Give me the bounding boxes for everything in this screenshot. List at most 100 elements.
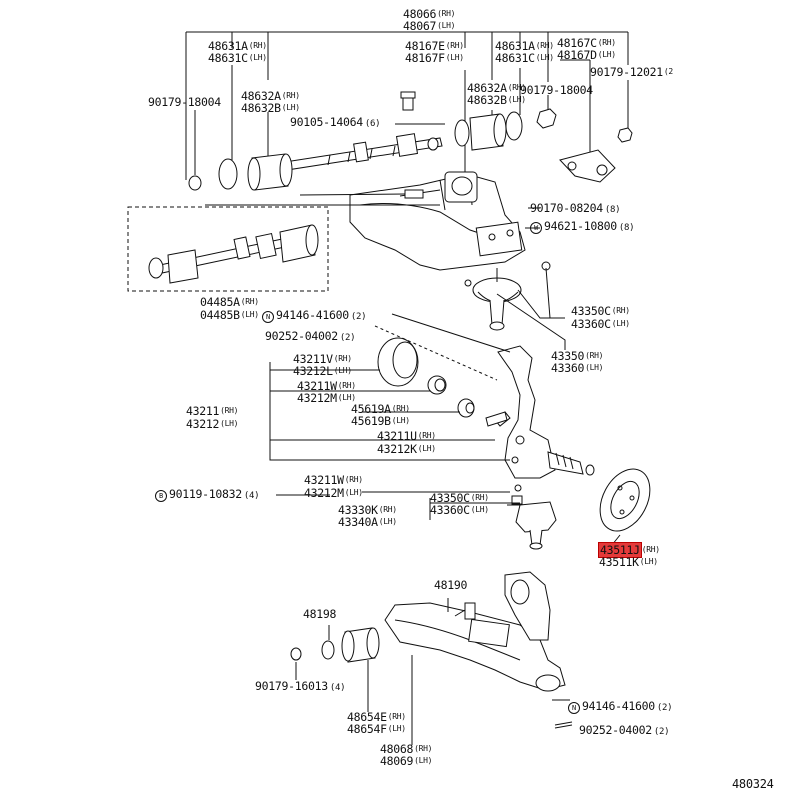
part-number: 48631A	[495, 39, 535, 53]
part-label-48632b[interactable]: 48632B(LH)	[241, 102, 300, 115]
part-number: 90252-04002	[579, 723, 652, 737]
side-suffix: (LH)	[470, 505, 489, 514]
part-number: 43360C	[430, 503, 470, 517]
part-number: 43340A	[338, 515, 378, 529]
part-label-48632a[interactable]: 48632A(RH)	[241, 90, 300, 103]
part-label-90105-14064[interactable]: 90105-14064(6)	[290, 115, 381, 130]
bolt-43211u	[485, 411, 508, 427]
part-label-48631a[interactable]: 48631A(RH)	[495, 40, 554, 53]
part-number: 48069	[380, 754, 414, 768]
part-number: 90179-12021	[590, 65, 663, 79]
part-number: 94621-10800	[544, 219, 617, 233]
part-label-48654e[interactable]: 48654E(RH)	[347, 711, 406, 724]
part-label-43340a[interactable]: 43340A(LH)	[338, 516, 397, 529]
part-label-90252-04002[interactable]: 90252-04002(2)	[579, 723, 670, 738]
part-label-48067[interactable]: 48067(LH)	[403, 20, 456, 33]
side-suffix: (LH)	[445, 53, 464, 62]
part-label-43212[interactable]: 43212(LH)	[186, 417, 239, 431]
part-label-48167e[interactable]: 48167E(RH)	[405, 40, 464, 53]
part-number: 48631C	[208, 51, 248, 65]
part-label-43511k[interactable]: 43511K(LH)	[599, 556, 658, 569]
side-suffix: (RH)	[641, 545, 660, 554]
part-label-43212l[interactable]: 43212L(LH)	[293, 365, 352, 378]
part-label-43330k[interactable]: 43330K(RH)	[338, 504, 397, 517]
upper-ball-joint	[464, 261, 566, 350]
part-label-43211w[interactable]: 43211W(RH)	[297, 380, 356, 393]
part-number: 94146-41600	[582, 699, 655, 713]
part-label-48069[interactable]: 48069(LH)	[380, 754, 433, 768]
side-suffix: (LH)	[378, 517, 397, 526]
part-label-48167f[interactable]: 48167F(LH)	[405, 52, 464, 65]
part-label-90179-18004[interactable]: 90179-18004	[520, 84, 593, 97]
part-number: 90105-14064	[290, 115, 363, 129]
seal-large	[377, 337, 419, 387]
part-number: 94146-41600	[276, 308, 349, 322]
part-label-48632b[interactable]: 48632B(LH)	[467, 94, 526, 107]
part-number: 43360	[551, 361, 585, 375]
part-number: 48190	[434, 578, 468, 592]
part-label-43360c[interactable]: 43360C(LH)	[430, 504, 489, 517]
part-number: 43511J	[598, 542, 642, 558]
part-label-04485b[interactable]: 04485B(LH)	[200, 309, 259, 322]
side-suffix: (LH)	[240, 310, 259, 319]
part-label-48631c[interactable]: 48631C(LH)	[495, 52, 554, 65]
side-suffix: (LH)	[333, 366, 352, 375]
part-label-45619a[interactable]: 45619A(RH)	[351, 403, 410, 416]
part-number: 43211	[186, 404, 220, 418]
part-label-48632a[interactable]: 48632A(RH)	[467, 82, 526, 95]
part-label-43350c[interactable]: 43350C(RH)	[430, 492, 489, 505]
part-number: 43211U	[377, 429, 417, 443]
part-label-43212k[interactable]: 43212K(LH)	[377, 443, 436, 456]
part-label-48167c[interactable]: 48167C(RH)	[557, 37, 616, 50]
part-number: 48068	[380, 742, 414, 756]
part-number: 43212	[186, 417, 220, 431]
part-label-43211u[interactable]: 43211U(RH)	[377, 430, 436, 443]
part-label-43360[interactable]: 43360(LH)	[551, 361, 604, 375]
part-label-45619b[interactable]: 45619B(LH)	[351, 415, 410, 428]
part-label-43360c[interactable]: 43360C(LH)	[571, 318, 630, 331]
side-suffix: (RH)	[507, 83, 526, 92]
part-label-90170-08204[interactable]: 90170-08204(8)	[530, 202, 621, 216]
part-label-48068[interactable]: 48068(RH)	[380, 742, 433, 756]
part-label-43511j[interactable]: 43511J(RH)	[598, 542, 660, 558]
part-label-48654f[interactable]: 48654F(LH)	[347, 723, 406, 736]
part-number: 48198	[303, 607, 337, 621]
side-suffix: (LH)	[344, 488, 363, 497]
lower-ball-joint	[507, 484, 557, 550]
part-label-90179-12021[interactable]: 90179-12021(2	[590, 66, 673, 79]
side-suffix: (LH)	[535, 53, 554, 62]
part-label-48066[interactable]: 48066(RH)	[403, 8, 456, 21]
part-label-43212m[interactable]: 43212M(LH)	[297, 392, 356, 405]
part-number: 48654E	[347, 710, 387, 724]
part-number: 48632A	[467, 81, 507, 95]
part-label-43211v[interactable]: 43211V(RH)	[293, 353, 352, 366]
side-suffix: (RH)	[445, 41, 464, 50]
part-label-43350c[interactable]: 43350C(RH)	[571, 305, 630, 318]
part-label-48631a[interactable]: 48631A(RH)	[208, 40, 267, 53]
part-label-43350[interactable]: 43350(RH)	[551, 350, 604, 363]
side-suffix: (RH)	[470, 493, 489, 502]
quantity: (2)	[339, 333, 356, 343]
side-suffix: (RH)	[597, 38, 616, 47]
part-label-43211w[interactable]: 43211W(RH)	[304, 474, 363, 487]
part-label-90252-04002[interactable]: 90252-04002(2)	[265, 330, 356, 344]
part-label-48631c[interactable]: 48631C(LH)	[208, 52, 267, 65]
part-label-48198[interactable]: 48198	[303, 608, 336, 621]
part-label-43211[interactable]: 43211(RH)	[186, 404, 239, 418]
side-suffix: (LH)	[611, 319, 630, 328]
part-number: 43360C	[571, 317, 611, 331]
part-label-90179-18004[interactable]: 90179-18004	[148, 96, 221, 109]
part-label-90179-16013[interactable]: 90179-16013(4)	[255, 680, 346, 694]
part-label-48167d[interactable]: 48167D(LH)	[557, 49, 616, 62]
part-label-43212m[interactable]: 43212M(LH)	[304, 487, 363, 500]
side-suffix: (LH)	[585, 363, 604, 372]
part-label-48190[interactable]: 48190	[434, 579, 467, 592]
part-label-04485a[interactable]: 04485A(RH)	[200, 296, 259, 309]
part-number: 43211W	[297, 379, 337, 393]
